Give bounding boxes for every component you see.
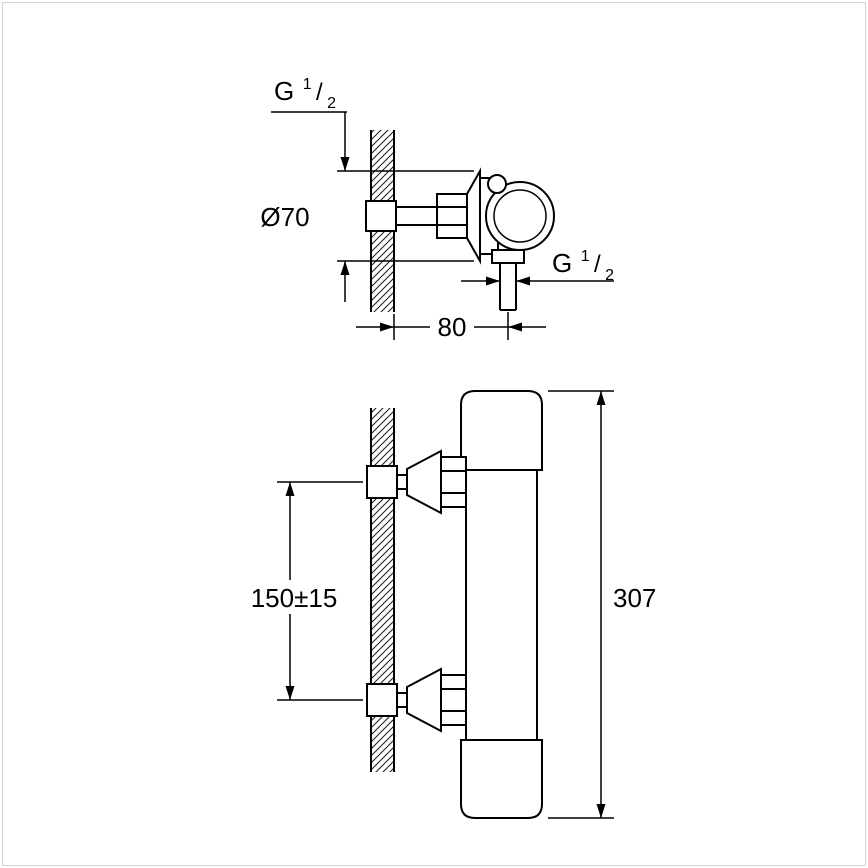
arrow-down-icon xyxy=(596,804,606,818)
knob-button xyxy=(487,174,507,194)
inlet-connection-upper xyxy=(366,449,467,515)
union-nut xyxy=(440,456,467,508)
union-nut xyxy=(436,193,468,239)
arrow-right-icon xyxy=(380,322,394,332)
dim-escutcheon-diameter: Ø70 xyxy=(260,170,474,302)
wall-hatch xyxy=(371,408,394,772)
dim-inlet-thread: G 1 / 2 xyxy=(271,76,350,171)
thread-sup: 1 xyxy=(303,76,312,93)
front-view: 150±15 307 xyxy=(251,390,656,819)
arrow-down-icon xyxy=(340,157,350,171)
inlet-connection-lower xyxy=(366,667,467,733)
wall-section-front xyxy=(370,408,395,772)
outlet-nut xyxy=(491,249,525,264)
arrow-up-icon xyxy=(596,391,606,405)
outlet-thread-label: G 1 / 2 xyxy=(552,248,614,284)
arrow-left-icon xyxy=(516,276,530,286)
dim-inlet-spacing: 150±15 xyxy=(251,481,363,701)
inlet-connection-side xyxy=(365,167,481,265)
arrow-down-icon xyxy=(285,686,295,700)
union-nut xyxy=(440,674,467,726)
knob-inner-ring xyxy=(493,189,547,243)
spacing-label: 150±15 xyxy=(251,583,338,613)
thread-slash: / xyxy=(316,79,323,106)
escutcheon-cone xyxy=(406,449,442,515)
diameter-label: Ø70 xyxy=(260,202,309,232)
dim-outlet-thread: G 1 / 2 xyxy=(461,248,614,286)
valve-assembly-side xyxy=(479,174,555,311)
body-middle xyxy=(465,469,538,741)
thread-main: G xyxy=(552,248,572,278)
thread-slash: / xyxy=(594,251,601,278)
thread-sub: 2 xyxy=(605,267,614,284)
thread-sub: 2 xyxy=(327,95,336,112)
escutcheon-cone xyxy=(406,667,442,733)
depth-label: 80 xyxy=(438,312,467,342)
escutcheon-cone xyxy=(466,167,481,265)
dim-wall-to-outlet: 80 xyxy=(356,312,546,342)
arrow-right-icon xyxy=(486,276,500,286)
mixer-body xyxy=(460,390,543,819)
height-label: 307 xyxy=(613,583,656,613)
wall-union-square xyxy=(366,683,398,717)
arrow-up-icon xyxy=(285,482,295,496)
side-view: G 1 / 2 Ø70 xyxy=(260,76,614,342)
body-top-cap xyxy=(460,390,543,471)
thread-sup: 1 xyxy=(581,248,590,265)
dim-overall-height: 307 xyxy=(548,390,656,819)
arrow-up-icon xyxy=(340,261,350,275)
arrow-left-icon xyxy=(508,322,522,332)
inlet-thread-label: G 1 / 2 xyxy=(274,76,336,112)
wall-union-square xyxy=(365,200,397,232)
wall-union-square xyxy=(366,465,398,499)
body-bottom-cap xyxy=(460,739,543,819)
thread-main: G xyxy=(274,76,294,106)
